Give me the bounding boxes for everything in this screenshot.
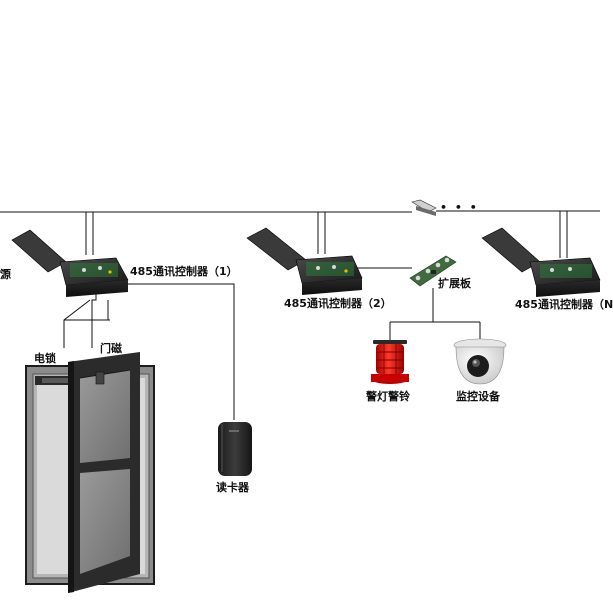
device-wiring: [0, 267, 481, 420]
controller-1-label: 485通讯控制器（1）: [130, 265, 238, 278]
expansion-board: [409, 255, 457, 287]
alarm-label: 警灯警铃: [366, 390, 410, 403]
door-leaf: [68, 352, 140, 593]
door-sensor: [95, 371, 105, 385]
bus-converter: [411, 199, 437, 216]
controller-2: [246, 227, 363, 295]
controller-n-label: 485通讯控制器（N: [515, 298, 613, 311]
controller-2-label: 485通讯控制器（2）: [284, 297, 392, 310]
dome-camera: [453, 338, 507, 385]
power-supply-label: 源: [0, 268, 11, 281]
bus-wiring: [0, 210, 600, 258]
controller-1: [11, 229, 129, 297]
controller-n: [481, 227, 601, 297]
bus-continuation-ellipsis: • • •: [440, 201, 479, 214]
alarm-siren: [371, 340, 409, 384]
card-reader: [218, 422, 252, 476]
door-sensor-label: 门磁: [100, 342, 122, 355]
camera-label: 监控设备: [456, 390, 500, 403]
card-reader-label: 读卡器: [216, 481, 249, 494]
expansion-board-label: 扩展板: [438, 277, 471, 290]
access-control-diagram: [0, 199, 601, 593]
electric-lock-label: 电锁: [34, 352, 56, 365]
